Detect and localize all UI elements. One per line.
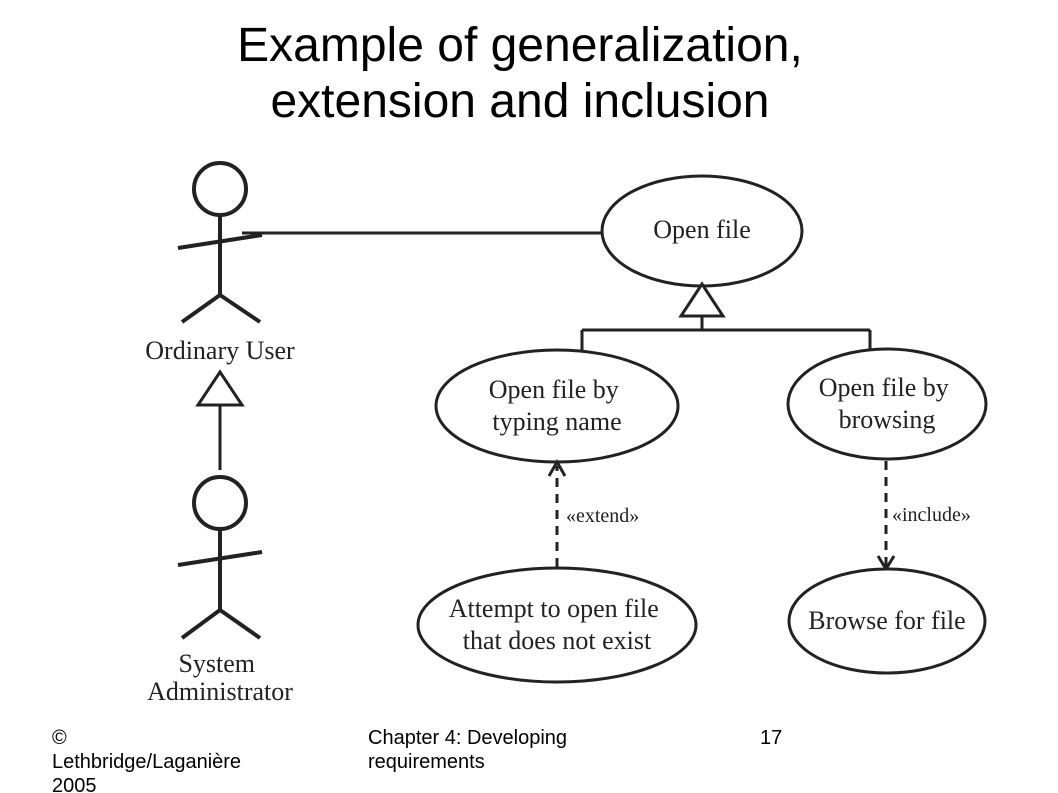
svg-text:Attempt to open file tha: Attempt to open file that does not exist <box>449 594 666 655</box>
actor-label-system-administrator: System Administrator <box>147 649 293 706</box>
slide-title: Example of generalization, extension and… <box>0 18 1040 130</box>
actor-arms <box>177 550 263 567</box>
use-case-attempt-open: Attempt to open file that does not exist <box>416 566 698 684</box>
copyright-line: © <box>52 727 67 749</box>
extend-label: «extend» <box>566 505 639 527</box>
actor-system-administrator <box>177 475 263 640</box>
actor-arms <box>177 233 263 250</box>
include-label: «include» <box>892 504 971 526</box>
copyright-line: 2005 <box>52 775 97 793</box>
svg-text:Open file by typing name: Open file by typing name <box>489 375 625 436</box>
actor-leg-left <box>180 293 222 324</box>
title-line-1: Example of generalization, <box>237 19 803 72</box>
actor-leg-right <box>218 293 262 324</box>
chapter-line: Chapter 4: Developing <box>368 727 568 749</box>
generalization-admin-to-user <box>195 369 245 470</box>
copyright-line: Lethbridge/Laganière <box>52 751 242 773</box>
use-case-open-file-typing: Open file by typing name <box>434 348 680 464</box>
svg-text:Open file by browsing: Open file by browsing <box>819 373 955 434</box>
actor-head <box>192 475 248 531</box>
title-line-2: extension and inclusion <box>270 75 770 128</box>
actor-label-ordinary-user: Ordinary User <box>145 336 295 365</box>
generalization-tree-open-file <box>580 281 872 356</box>
page-number: 17 <box>760 727 783 749</box>
svg-text:Browse for file: Browse for file <box>808 606 965 635</box>
footer-chapter: Chapter 4: Developing requirements <box>368 726 668 774</box>
use-case-open-file: Open file <box>600 174 804 288</box>
use-case-browse-for-file: Browse for file <box>787 567 987 675</box>
svg-text:Open file: Open file <box>653 215 750 244</box>
actor-head <box>192 161 248 217</box>
footer-copyright: © Lethbridge/Laganière 2005 <box>52 726 312 793</box>
extend-relationship <box>547 458 567 567</box>
actor-leg-right <box>218 608 262 640</box>
actor-leg-left <box>180 608 222 640</box>
chapter-line: requirements <box>368 751 485 773</box>
actor-ordinary-user <box>177 161 263 324</box>
use-case-open-file-browsing: Open file by browsing <box>786 347 988 461</box>
